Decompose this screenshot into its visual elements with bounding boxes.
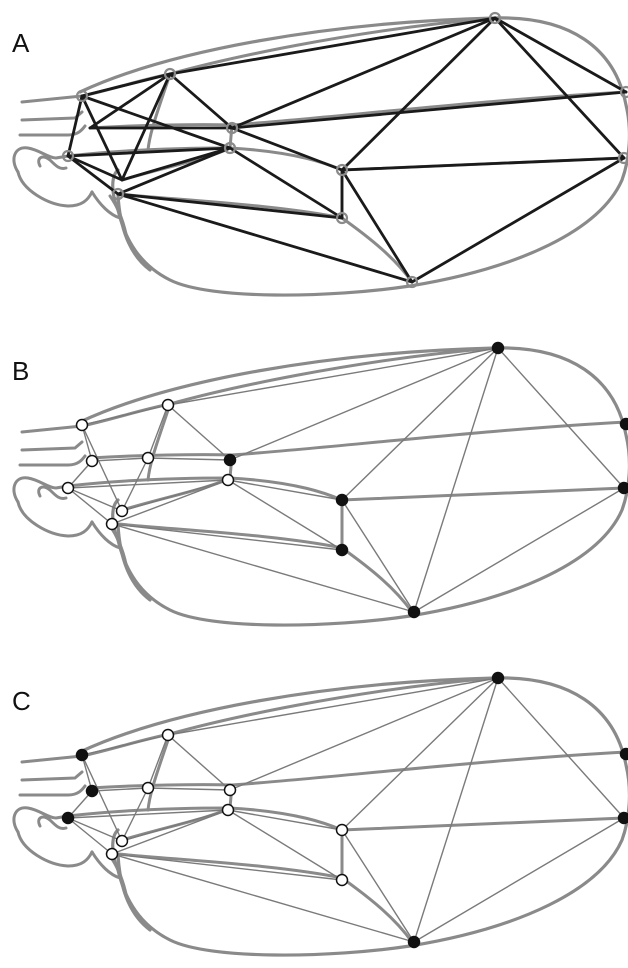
landmark-node — [225, 785, 236, 796]
landmark-node — [87, 786, 98, 797]
landmark-node — [621, 749, 628, 760]
landmark-node — [337, 545, 348, 556]
landmark-node — [117, 506, 128, 517]
landmark-node — [493, 343, 504, 354]
landmark-node — [621, 419, 628, 430]
landmark-node — [87, 456, 98, 467]
panel-b: B — [12, 343, 628, 626]
landmark-node — [619, 483, 628, 494]
landmark-node — [619, 813, 628, 824]
landmark-node — [77, 750, 88, 761]
landmark-node — [143, 453, 154, 464]
landmark-node — [223, 475, 234, 486]
panel-label-b: B — [12, 356, 29, 386]
panel-c: C — [12, 673, 628, 956]
panel-label-a: A — [12, 28, 30, 58]
panel-a: A — [12, 13, 628, 295]
landmark-node — [223, 805, 234, 816]
landmark-node — [143, 783, 154, 794]
landmark-node — [107, 849, 118, 860]
landmark-node — [107, 519, 118, 530]
landmark-node — [225, 455, 236, 466]
landmark-node — [409, 937, 420, 948]
landmark-node — [63, 813, 74, 824]
landmark-node — [337, 825, 348, 836]
landmark-node — [337, 495, 348, 506]
landmark-node — [493, 673, 504, 684]
panel-label-c: C — [12, 686, 31, 716]
landmark-node — [77, 420, 88, 431]
landmark-node — [117, 836, 128, 847]
landmark-node — [63, 483, 74, 494]
landmark-node — [163, 400, 174, 411]
landmark-node — [163, 730, 174, 741]
landmark-node — [337, 875, 348, 886]
landmark-node — [409, 607, 420, 618]
